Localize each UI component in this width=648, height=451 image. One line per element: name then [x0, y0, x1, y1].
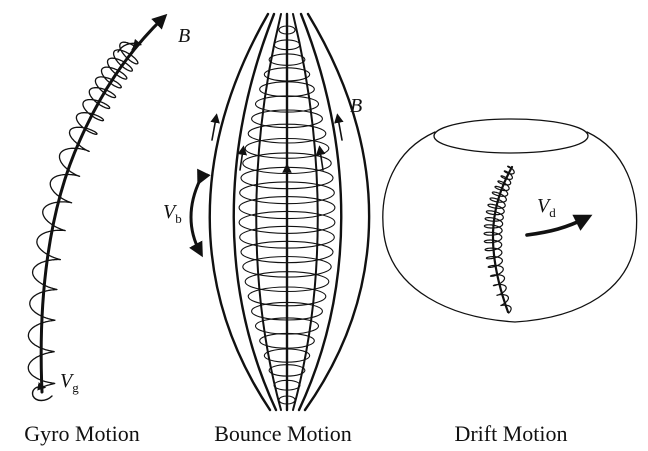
bounce-motion-panel: B Vb Bounce Motion: [163, 12, 371, 446]
gyro-motion-panel: B Vg Gyro Motion: [24, 13, 190, 446]
bounce-gyration-loop: [259, 81, 315, 98]
bounce-gyration-loop: [251, 109, 323, 129]
bounce-gyration-loop: [238, 210, 336, 234]
gyro-velocity-label: Vg: [60, 370, 79, 395]
bounce-arrow-inner-right: [315, 145, 326, 171]
helix-coil: [483, 165, 515, 314]
bounce-gyration-loop: [278, 25, 296, 35]
bounce-gyration-loop: [242, 255, 332, 278]
bounce-gyration-loop: [254, 317, 320, 335]
drift-shell-top-ring: [433, 118, 589, 154]
bounce-gyration-loop: [254, 95, 320, 113]
bounce-arrow-outer-left: [210, 113, 220, 141]
bounce-gyration-loop: [238, 196, 336, 220]
bounce-gyration-loop: [268, 364, 306, 377]
bounce-field-line-mid-left: [232, 12, 278, 412]
bounce-field-line-outer-right: [303, 12, 371, 412]
bounce-gyration-loop: [273, 39, 301, 51]
bounce-gyration-loop: [259, 332, 315, 349]
bounce-velocity-label: Vb: [163, 201, 182, 226]
gyro-field-label: B: [178, 25, 190, 47]
bounce-caption: Bounce Motion: [214, 421, 352, 446]
drift-caption: Drift Motion: [454, 421, 567, 446]
bounce-gyration-loop: [273, 379, 301, 391]
drift-velocity-label: Vd: [537, 195, 556, 220]
bounce-gyration-loop: [244, 271, 330, 293]
bounce-arrow-inner-left: [237, 145, 248, 171]
bounce-velocity-arrow: [189, 168, 211, 258]
gyro-helix: [27, 41, 139, 389]
gyro-top-rotation-arrow: [117, 38, 143, 53]
drift-motion-panel: Vd Drift Motion: [382, 118, 638, 446]
gyro-bottom-rotation-arrow: [31, 382, 53, 402]
bounce-gyration-loop: [263, 67, 311, 82]
drift-shell: [382, 131, 638, 323]
bounce-gyration-loop: [278, 395, 296, 405]
bounce-field-line-mid-right: [297, 12, 343, 412]
bounce-gyration-loop: [240, 240, 334, 264]
bounce-gyration-loop: [263, 348, 311, 363]
bounce-gyration-loop: [247, 123, 327, 144]
bounce-gyration-loop: [247, 286, 327, 307]
bounce-field-label: B: [350, 95, 362, 117]
bounce-gyration-loop: [251, 301, 323, 321]
bounce-gyration-loop: [268, 53, 306, 66]
drift-helix: [483, 165, 515, 314]
gyro-caption: Gyro Motion: [24, 421, 140, 446]
drift-velocity-arrow: [525, 214, 593, 237]
bounce-gyration-loop: [239, 225, 335, 249]
bounce-field-line-outer-left: [208, 12, 272, 412]
bounce-helix: [238, 25, 336, 405]
helix-coil: [27, 41, 139, 389]
bounce-arrow-outer-right: [334, 113, 344, 141]
